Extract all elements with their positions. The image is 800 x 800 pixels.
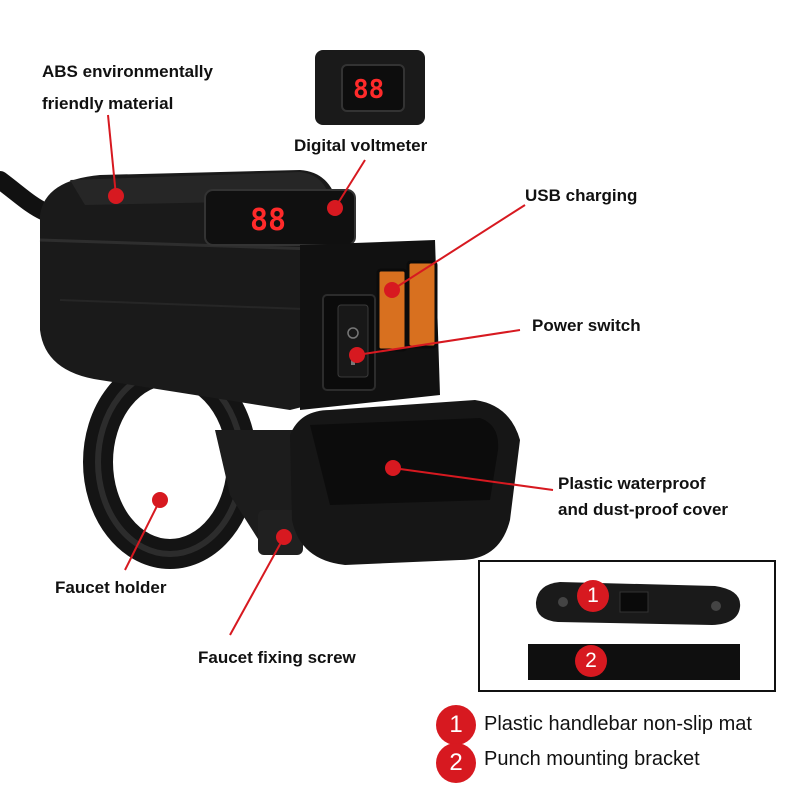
digital-voltmeter-label: Digital voltmeter [294, 136, 428, 155]
faucet-holder-label: Faucet holder [55, 578, 167, 597]
power-switch-label: Power switch [532, 316, 641, 335]
svg-text:88: 88 [353, 75, 384, 105]
abs-material-label-line1: ABS environmentally [42, 62, 213, 81]
power-switch [337, 304, 369, 378]
usb-charging-label: USB charging [525, 186, 638, 205]
voltmeter-closeup: 88 [315, 50, 425, 125]
abs-material-label-line2: friendly material [42, 94, 174, 113]
power-cable [0, 171, 54, 221]
inset-badge-1: 1 [577, 580, 609, 612]
legend-number-2: 2 [436, 743, 476, 783]
non-slip-mat-shape [528, 644, 740, 680]
usb-port-2 [406, 260, 438, 349]
legend-text-1: Plastic handlebar non-slip mat [484, 713, 752, 735]
legend-number-1: 1 [436, 705, 476, 745]
accessories-inset: 1 2 [478, 560, 776, 692]
legend-text-2: Punch mounting bracket [484, 748, 700, 770]
inset-badge-2: 2 [575, 645, 607, 677]
waterproof-cover-label-line1: Plastic waterproof [558, 474, 706, 493]
faucet-fixing-screw-label: Faucet fixing screw [198, 648, 356, 667]
voltmeter-panel [204, 189, 356, 246]
waterproof-cover-label-line2: and dust-proof cover [558, 500, 729, 519]
voltmeter-closeup-display: 88 [341, 64, 405, 112]
voltmeter-digits: 88 [250, 203, 286, 238]
